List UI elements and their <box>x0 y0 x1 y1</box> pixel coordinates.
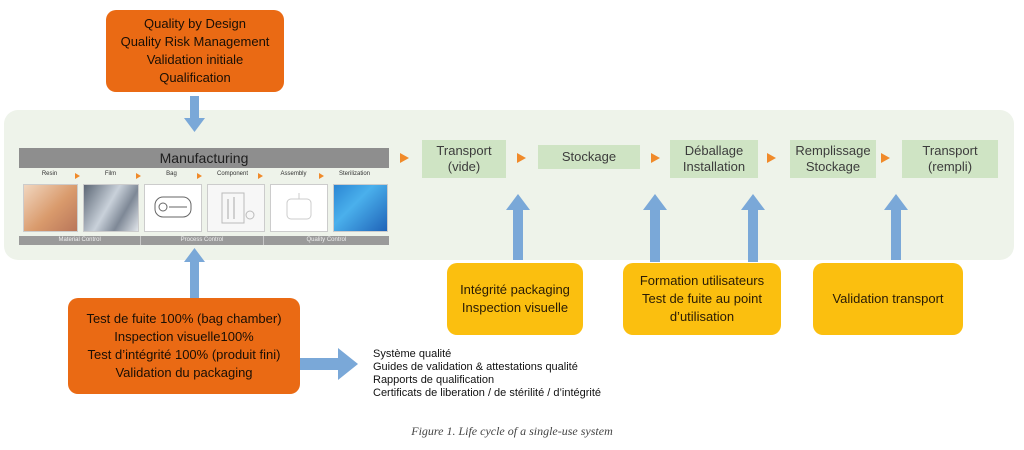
step-arrow-icon <box>319 173 324 179</box>
box-line: Inspection visuelle <box>461 300 569 315</box>
stage-line: Transport <box>436 143 492 158</box>
box-line: Test de fuite 100% (bag chamber) <box>86 311 282 326</box>
control-label: Process Control <box>140 236 263 245</box>
bag-image <box>143 184 202 232</box>
flow-arrow-icon <box>517 153 526 163</box>
box-line: Test d’intégrité 100% (produit fini) <box>87 347 281 362</box>
box-line: Validation initiale <box>146 52 244 67</box>
box-line: Intégrité packaging <box>460 282 570 297</box>
stage-line: (vide) <box>447 159 481 174</box>
stage-line: Transport <box>922 143 978 158</box>
stage-storage: Stockage <box>538 145 640 169</box>
step-arrow-icon <box>197 173 202 179</box>
step-label: Component <box>216 171 249 177</box>
film-image <box>83 184 139 232</box>
step-label: Assembly <box>280 171 307 177</box>
box-line: d’utilisation <box>669 309 735 324</box>
up-arrow-icon <box>643 194 667 262</box>
up-arrow-icon <box>184 248 205 298</box>
stage-line: Stockage <box>561 149 617 164</box>
up-arrow-icon <box>506 194 530 260</box>
quality-design-box: Quality by Design Quality Risk Managemen… <box>106 10 284 92</box>
stage-line: Remplissage <box>795 143 871 158</box>
step-label: Resin <box>41 171 58 177</box>
figure-caption: Figure 1. Life cycle of a single-use sys… <box>411 424 613 438</box>
flow-arrow-icon <box>651 153 660 163</box>
documents-list: Système qualité Guides de validation & a… <box>373 348 673 400</box>
assembly-drawing-icon <box>286 193 312 220</box>
step-arrow-icon <box>136 173 141 179</box>
step-arrow-icon <box>258 173 263 179</box>
right-arrow-icon <box>300 348 358 380</box>
list-item: Guides de validation & attestations qual… <box>373 361 578 373</box>
transport-validation-box: Validation transport <box>813 263 963 335</box>
component-drawing-icon <box>221 192 255 224</box>
testing-box: Test de fuite 100% (bag chamber) Inspect… <box>68 298 300 394</box>
box-line: Validation du packaging <box>115 365 253 380</box>
control-label: Quality Control <box>262 236 389 245</box>
up-arrow-icon <box>741 194 765 262</box>
box-line: Formation utilisateurs <box>639 273 765 288</box>
packaging-integrity-box: Intégrité packaging Inspection visuelle <box>447 263 583 335</box>
stage-line: (rempli) <box>927 159 973 174</box>
resin-image <box>23 184 79 232</box>
bag-drawing-icon <box>154 196 192 218</box>
stage-unpacking-installation: Déballage Installation <box>670 140 758 178</box>
stage-filling-storage: Remplissage Stockage <box>790 140 876 178</box>
box-line: Inspection visuelle100% <box>114 329 254 344</box>
box-line: Validation transport <box>832 291 944 306</box>
user-training-box: Formation utilisateurs Test de fuite au … <box>623 263 781 335</box>
step-label: Sterilization <box>338 171 370 177</box>
step-arrow-icon <box>75 173 80 179</box>
stage-transport-empty: Transport (vide) <box>422 140 506 178</box>
manufacturing-title-bar: Manufacturing <box>19 148 389 168</box>
stage-line: Installation <box>682 159 746 174</box>
box-line: Qualification <box>159 70 231 85</box>
box-line: Quality Risk Management <box>120 34 270 49</box>
manufacturing-images <box>23 184 388 232</box>
step-label: Bag <box>166 171 177 177</box>
up-arrow-icon <box>884 194 908 260</box>
component-image <box>206 184 265 232</box>
stage-transport-filled: Transport (rempli) <box>902 140 998 178</box>
flow-arrow-icon <box>881 153 890 163</box>
assembly-image <box>269 184 328 232</box>
stage-line: Stockage <box>805 159 861 174</box>
flow-arrow-icon <box>400 153 409 163</box>
controls-bar: Material Control Process Control Quality… <box>19 236 389 245</box>
box-line: Test de fuite au point <box>642 291 762 306</box>
stage-line: Déballage <box>684 143 744 158</box>
step-label: Film <box>104 171 117 177</box>
control-label: Material Control <box>19 236 141 245</box>
manufacturing-steps-row: Resin Film Bag Component Assembly Steril… <box>19 171 389 181</box>
flow-arrow-icon <box>767 153 776 163</box>
list-item: Rapports de qualification <box>373 374 495 386</box>
sterilization-image <box>332 184 388 232</box>
box-line: Quality by Design <box>144 16 246 31</box>
list-item: Système qualité <box>373 348 452 360</box>
down-arrow-icon <box>184 96 205 132</box>
list-item: Certificats de liberation / de stérilité… <box>373 387 602 399</box>
